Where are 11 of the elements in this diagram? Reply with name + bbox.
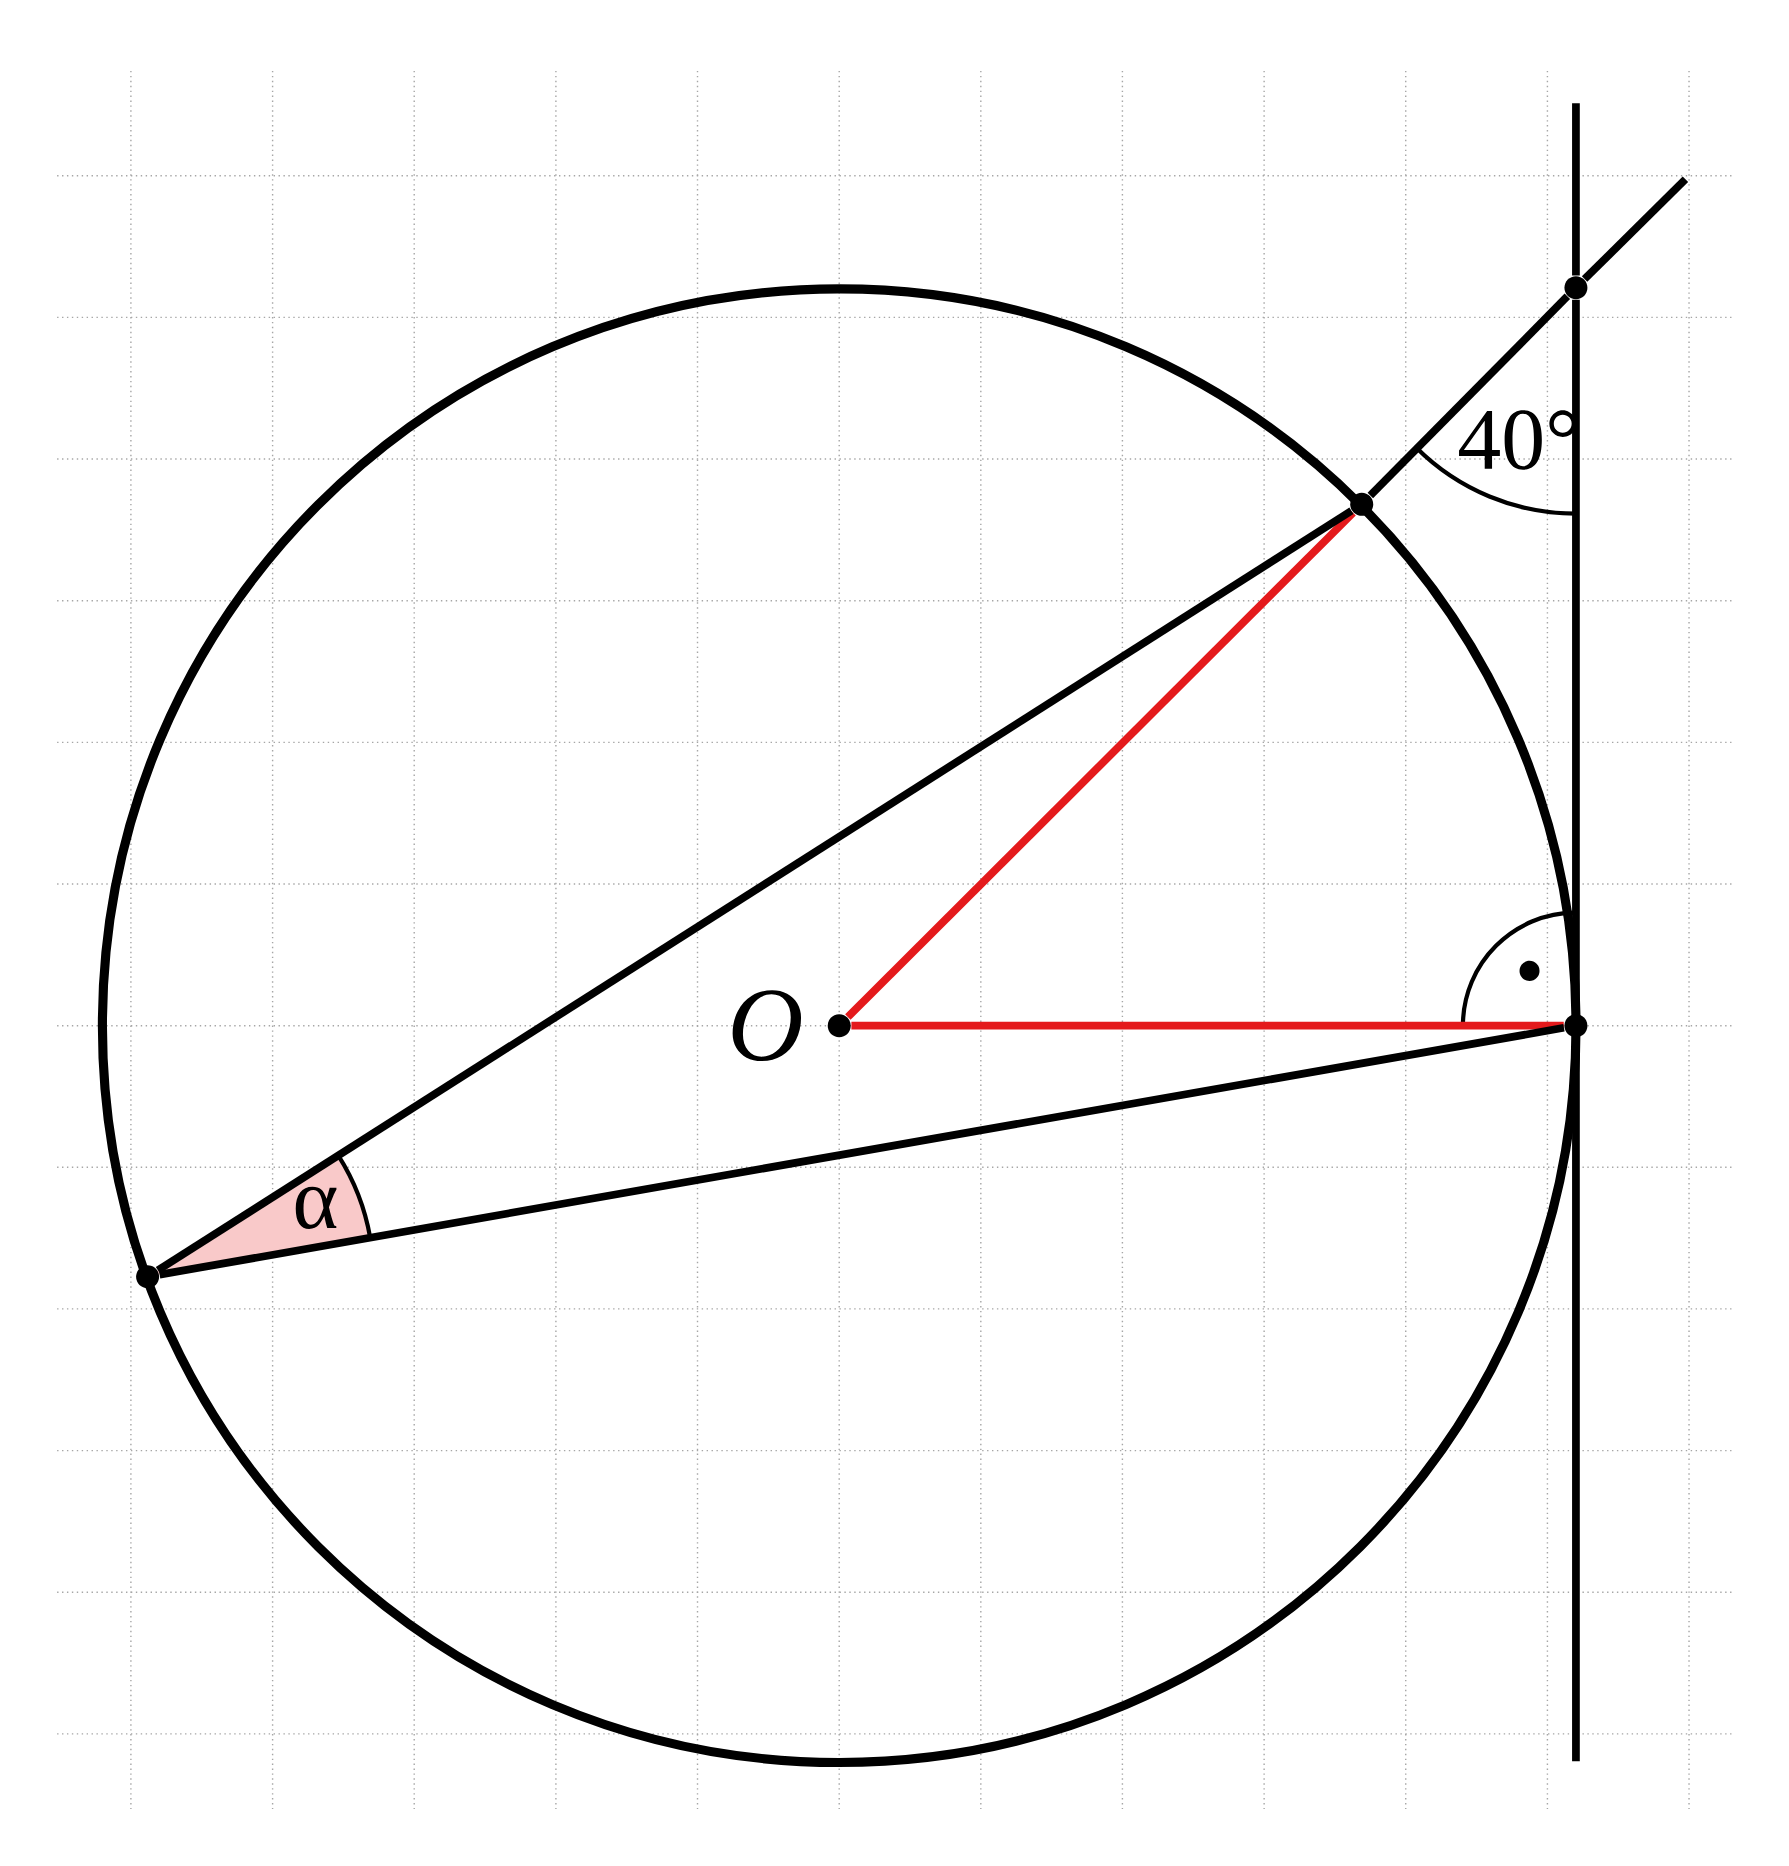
point — [827, 1014, 851, 1038]
point — [1350, 492, 1374, 516]
line — [158, 1024, 1565, 1279]
point — [136, 1265, 160, 1289]
point — [1564, 1014, 1588, 1038]
line — [1581, 176, 1689, 282]
line — [155, 507, 1354, 1274]
point — [1564, 276, 1588, 300]
line — [845, 510, 1356, 1020]
point-label: O — [732, 990, 802, 1062]
angle-label: α — [295, 1186, 337, 1229]
